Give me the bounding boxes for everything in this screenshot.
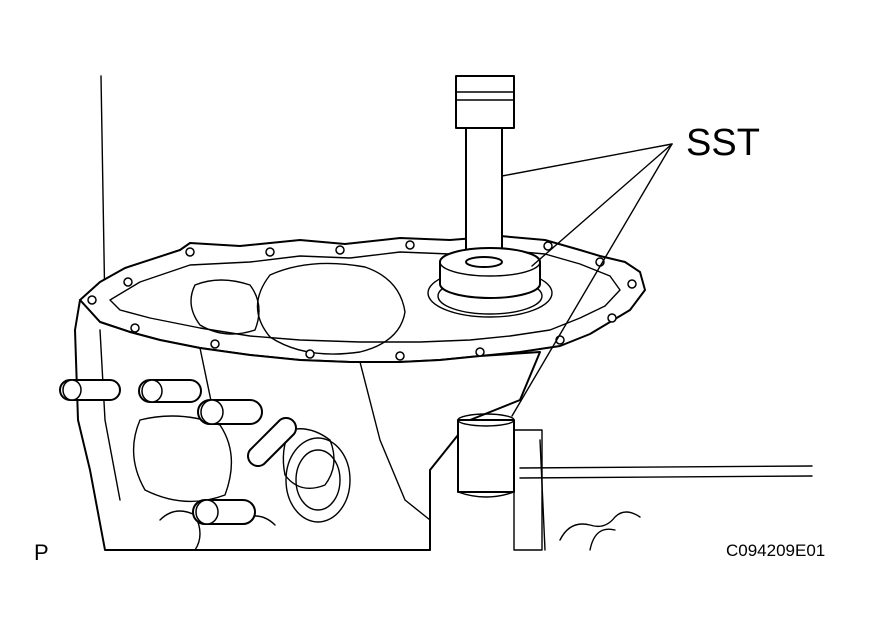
case-bosses xyxy=(59,379,297,525)
position-marker-label: P xyxy=(34,540,49,565)
flange-bolt-holes xyxy=(87,240,637,361)
leader-line-installer xyxy=(531,143,673,267)
special-service-tool xyxy=(439,75,543,551)
transaxle-case xyxy=(59,235,646,551)
sst-leader-lines xyxy=(501,143,673,417)
leader-line-shaft xyxy=(501,143,673,177)
sst-callout-label: SST xyxy=(686,122,760,164)
leader-line-support xyxy=(511,143,673,417)
work-bench xyxy=(519,439,813,551)
figure-code-label: C094209E01 xyxy=(726,541,825,560)
